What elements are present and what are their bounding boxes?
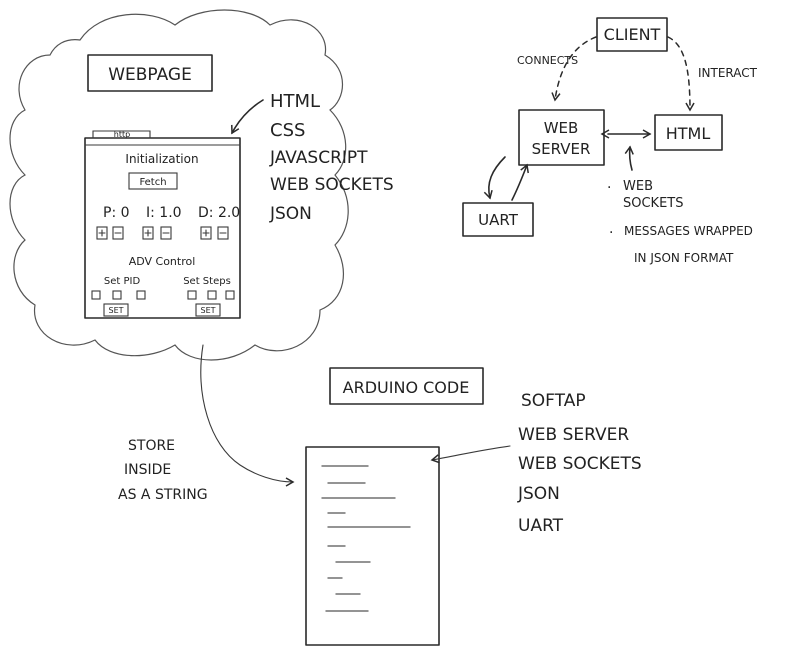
feature-softap: SOFTAP <box>521 391 586 411</box>
arduino-code-page <box>305 446 440 646</box>
steps-input-3[interactable] <box>225 290 235 300</box>
p-plus-button[interactable] <box>96 226 108 240</box>
client-label: CLIENT <box>604 25 661 44</box>
mockup-set-steps: Set Steps <box>183 276 231 287</box>
pid-input-1[interactable] <box>91 290 101 300</box>
note-messages-line1: MESSAGES WRAPPED <box>624 224 753 238</box>
mockup-set-button-left[interactable] <box>103 303 129 317</box>
uart-box <box>462 202 534 237</box>
mockup-frame <box>84 137 241 319</box>
network-notes: · WEB SOCKETS · MESSAGES WRAPPED IN JSON… <box>607 179 753 265</box>
store-note-line1: STORE <box>128 438 175 454</box>
uart-to-server-arrow <box>511 163 529 201</box>
arduino-title: ARDUINO CODE <box>343 378 470 397</box>
code-lines <box>321 465 411 612</box>
websockets-note-arrow <box>624 145 634 171</box>
client-interact-arrow <box>667 36 695 112</box>
mockup-input-boxes <box>91 290 235 300</box>
feature-web-server: WEB SERVER <box>518 425 629 445</box>
steps-input-2[interactable] <box>207 290 217 300</box>
client-box <box>596 17 668 52</box>
client-connects-arrow <box>551 36 597 102</box>
webpage-cloud <box>9 9 349 361</box>
store-note: STORE INSIDE AS A STRING <box>118 438 208 503</box>
note-websockets-line2: SOCKETS <box>623 196 684 211</box>
note-messages-line2: IN JSON FORMAT <box>634 251 734 265</box>
connects-label: CONNECTS <box>517 54 578 67</box>
mockup-fetch-button[interactable] <box>128 172 178 190</box>
tech-item-html: HTML <box>270 91 320 112</box>
arduino-feature-list: SOFTAP WEB SERVER WEB SOCKETS JSON UART <box>517 391 642 536</box>
mockup-adv-control: ADV Control <box>129 255 196 268</box>
mockup-fetch-label: Fetch <box>139 177 166 188</box>
cloud-outline <box>9 9 349 361</box>
store-note-line2: INSIDE <box>124 462 171 478</box>
d-plus-button[interactable] <box>200 226 212 240</box>
mockup-d-value: D: 2.0 <box>198 205 240 221</box>
mockup-p-value: P: 0 <box>103 205 130 221</box>
steps-input-1[interactable] <box>187 290 197 300</box>
d-minus-button[interactable] <box>217 226 229 240</box>
tech-item-web-sockets: WEB SOCKETS <box>270 175 394 195</box>
store-arrow <box>200 344 295 487</box>
mockup-tab: http <box>114 130 130 139</box>
i-minus-button[interactable] <box>160 226 172 240</box>
p-minus-button[interactable] <box>112 226 124 240</box>
webpage-mockup: http Initialization Fetch P: 0 I: 1.0 D:… <box>84 130 241 319</box>
uart-label: UART <box>478 211 519 229</box>
mockup-i-value: I: 1.0 <box>146 205 182 221</box>
html-box <box>654 114 723 151</box>
tech-item-javascript: JAVASCRIPT <box>269 148 368 168</box>
tech-item-json: JSON <box>269 204 312 224</box>
feature-web-sockets: WEB SOCKETS <box>518 454 642 474</box>
webpage-title-box <box>87 54 213 92</box>
mockup-set-left-label: SET <box>108 306 123 315</box>
tech-item-css: CSS <box>270 120 305 141</box>
server-to-uart-arrow <box>483 156 506 200</box>
note-bullet-2: · <box>609 225 613 241</box>
arduino-title-box <box>329 367 484 405</box>
web-server-label-1: WEB <box>544 119 579 137</box>
web-server-label-2: SERVER <box>532 140 591 158</box>
feature-json: JSON <box>517 484 560 504</box>
mockup-set-right-label: SET <box>200 306 215 315</box>
html-label: HTML <box>666 124 711 143</box>
i-plus-button[interactable] <box>142 226 154 240</box>
webpage-tech-list: HTML CSS JAVASCRIPT WEB SOCKETS JSON <box>269 91 394 224</box>
features-arrow <box>430 445 511 464</box>
note-websockets-line1: WEB <box>623 179 653 194</box>
mockup-plus-minus-buttons <box>96 226 229 240</box>
tech-to-mockup-arrow <box>231 99 264 135</box>
mockup-set-pid: Set PID <box>104 276 141 287</box>
mockup-heading: Initialization <box>125 152 198 166</box>
pid-input-3[interactable] <box>136 290 146 300</box>
pid-input-2[interactable] <box>112 290 122 300</box>
webpage-title: WEBPAGE <box>108 65 192 85</box>
store-note-line3: AS A STRING <box>118 487 208 503</box>
feature-uart: UART <box>518 516 564 536</box>
interact-label: INTERACT <box>698 66 758 80</box>
note-bullet-1: · <box>607 180 611 196</box>
mockup-tab-outline <box>92 130 151 139</box>
mockup-set-button-right[interactable] <box>195 303 221 317</box>
